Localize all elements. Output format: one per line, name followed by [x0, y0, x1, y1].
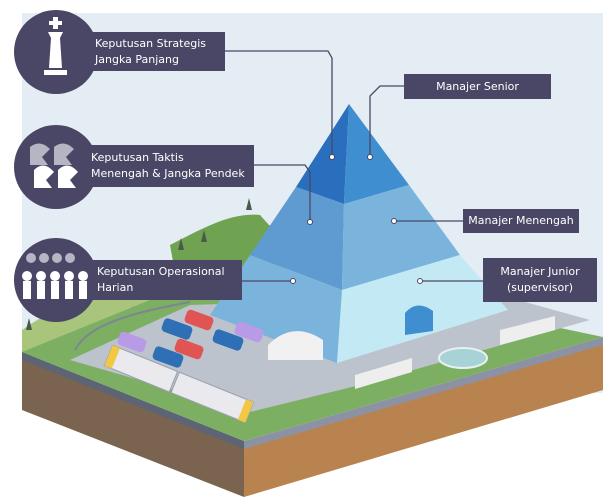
label-line: Harian	[97, 281, 134, 294]
chess-pawns-icon	[22, 253, 88, 299]
label-strategic-decisions: Keputusan Strategis Jangka Panjang	[89, 32, 225, 71]
connector-lines	[225, 50, 483, 282]
label-line: Jangka Panjang	[95, 52, 179, 66]
bike-shelter	[268, 331, 323, 360]
label-line: Manajer Menengah	[468, 214, 574, 227]
rail-track	[74, 301, 191, 351]
entrance-canopy	[405, 305, 433, 335]
parked-cars	[117, 309, 264, 368]
train	[103, 344, 255, 424]
label-junior-manager: Manajer Junior (supervisor)	[483, 258, 597, 302]
label-line: Keputusan Operasional	[97, 265, 225, 278]
label-senior-manager: Manajer Senior	[404, 74, 551, 99]
slab-edge-right	[244, 337, 603, 449]
chess-knights-icon	[30, 143, 78, 188]
chess-king-icon	[44, 17, 67, 75]
bench	[500, 316, 555, 345]
bench	[355, 358, 412, 389]
fountain	[438, 347, 488, 369]
label-tactical-decisions: Keputusan Taktis Menengah & Jangka Pende…	[85, 145, 254, 187]
slab-edge-left	[22, 352, 244, 449]
label-operational-decisions: Keputusan Operasional Harian	[91, 260, 242, 300]
label-line: Keputusan Strategis	[95, 36, 207, 50]
pyramid-tier-top-right	[344, 104, 409, 204]
label-line: Manajer Senior	[436, 79, 519, 93]
label-line: (supervisor)	[506, 281, 574, 294]
ground-soil-right	[244, 343, 603, 497]
label-line: Menengah & Jangka Pendek	[91, 167, 245, 180]
ground-soil-left	[22, 358, 244, 497]
label-line: Manajer Junior	[500, 265, 580, 278]
label-middle-manager: Manajer Menengah	[463, 209, 579, 233]
label-line: Keputusan Taktis	[91, 151, 184, 164]
pyramid-tier-top-left	[296, 104, 349, 204]
connector-dots	[290, 154, 423, 284]
pyramid-tier-middle-left	[250, 187, 344, 290]
